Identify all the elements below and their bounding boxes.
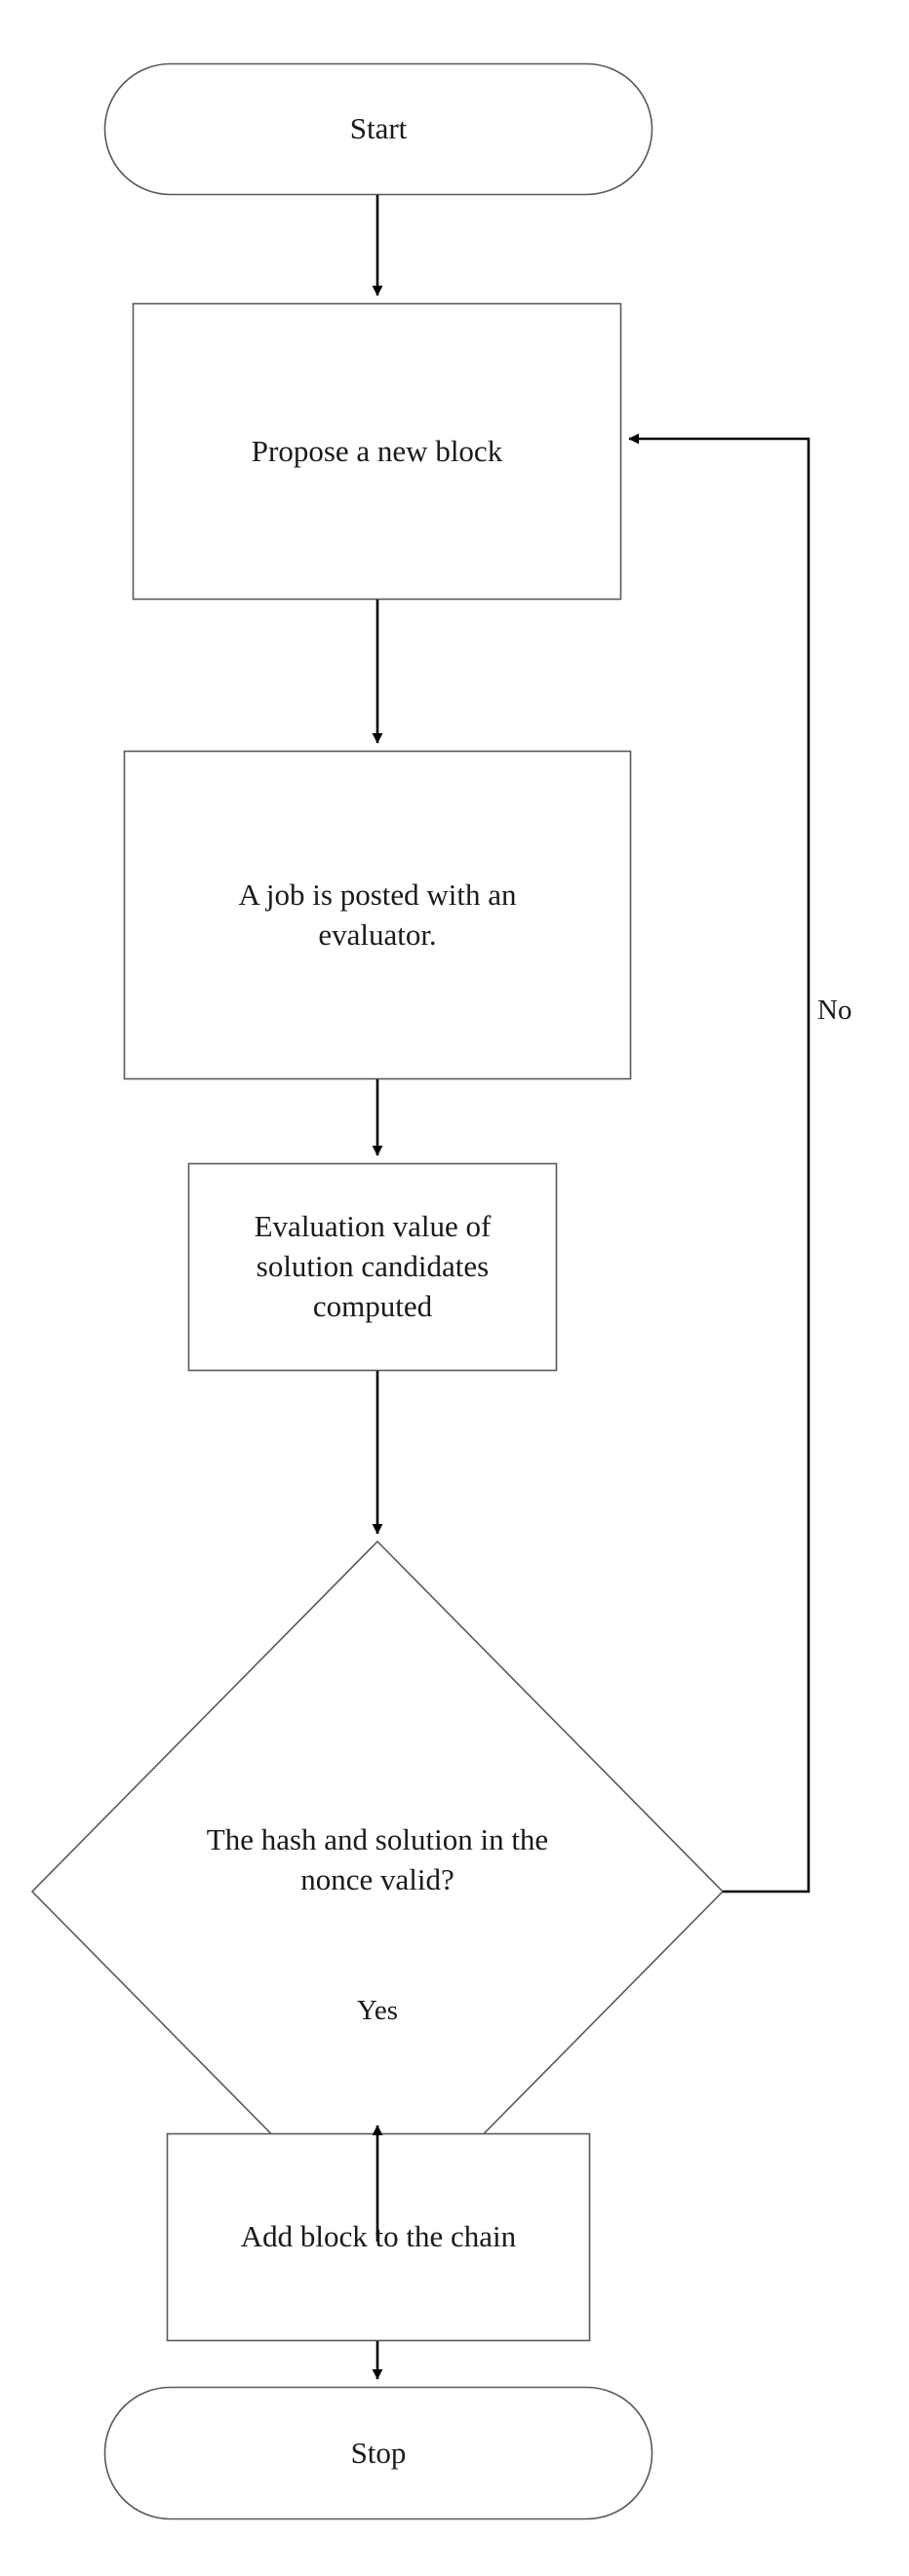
node-job-shape[interactable] bbox=[123, 750, 632, 1080]
node-start-shape[interactable] bbox=[103, 62, 653, 196]
node-evaluation-shape[interactable] bbox=[187, 1162, 558, 1372]
node-propose-shape[interactable] bbox=[132, 302, 622, 601]
node-stop-shape[interactable] bbox=[103, 2386, 653, 2520]
edge-decision-no-to-propose bbox=[628, 433, 810, 1893]
